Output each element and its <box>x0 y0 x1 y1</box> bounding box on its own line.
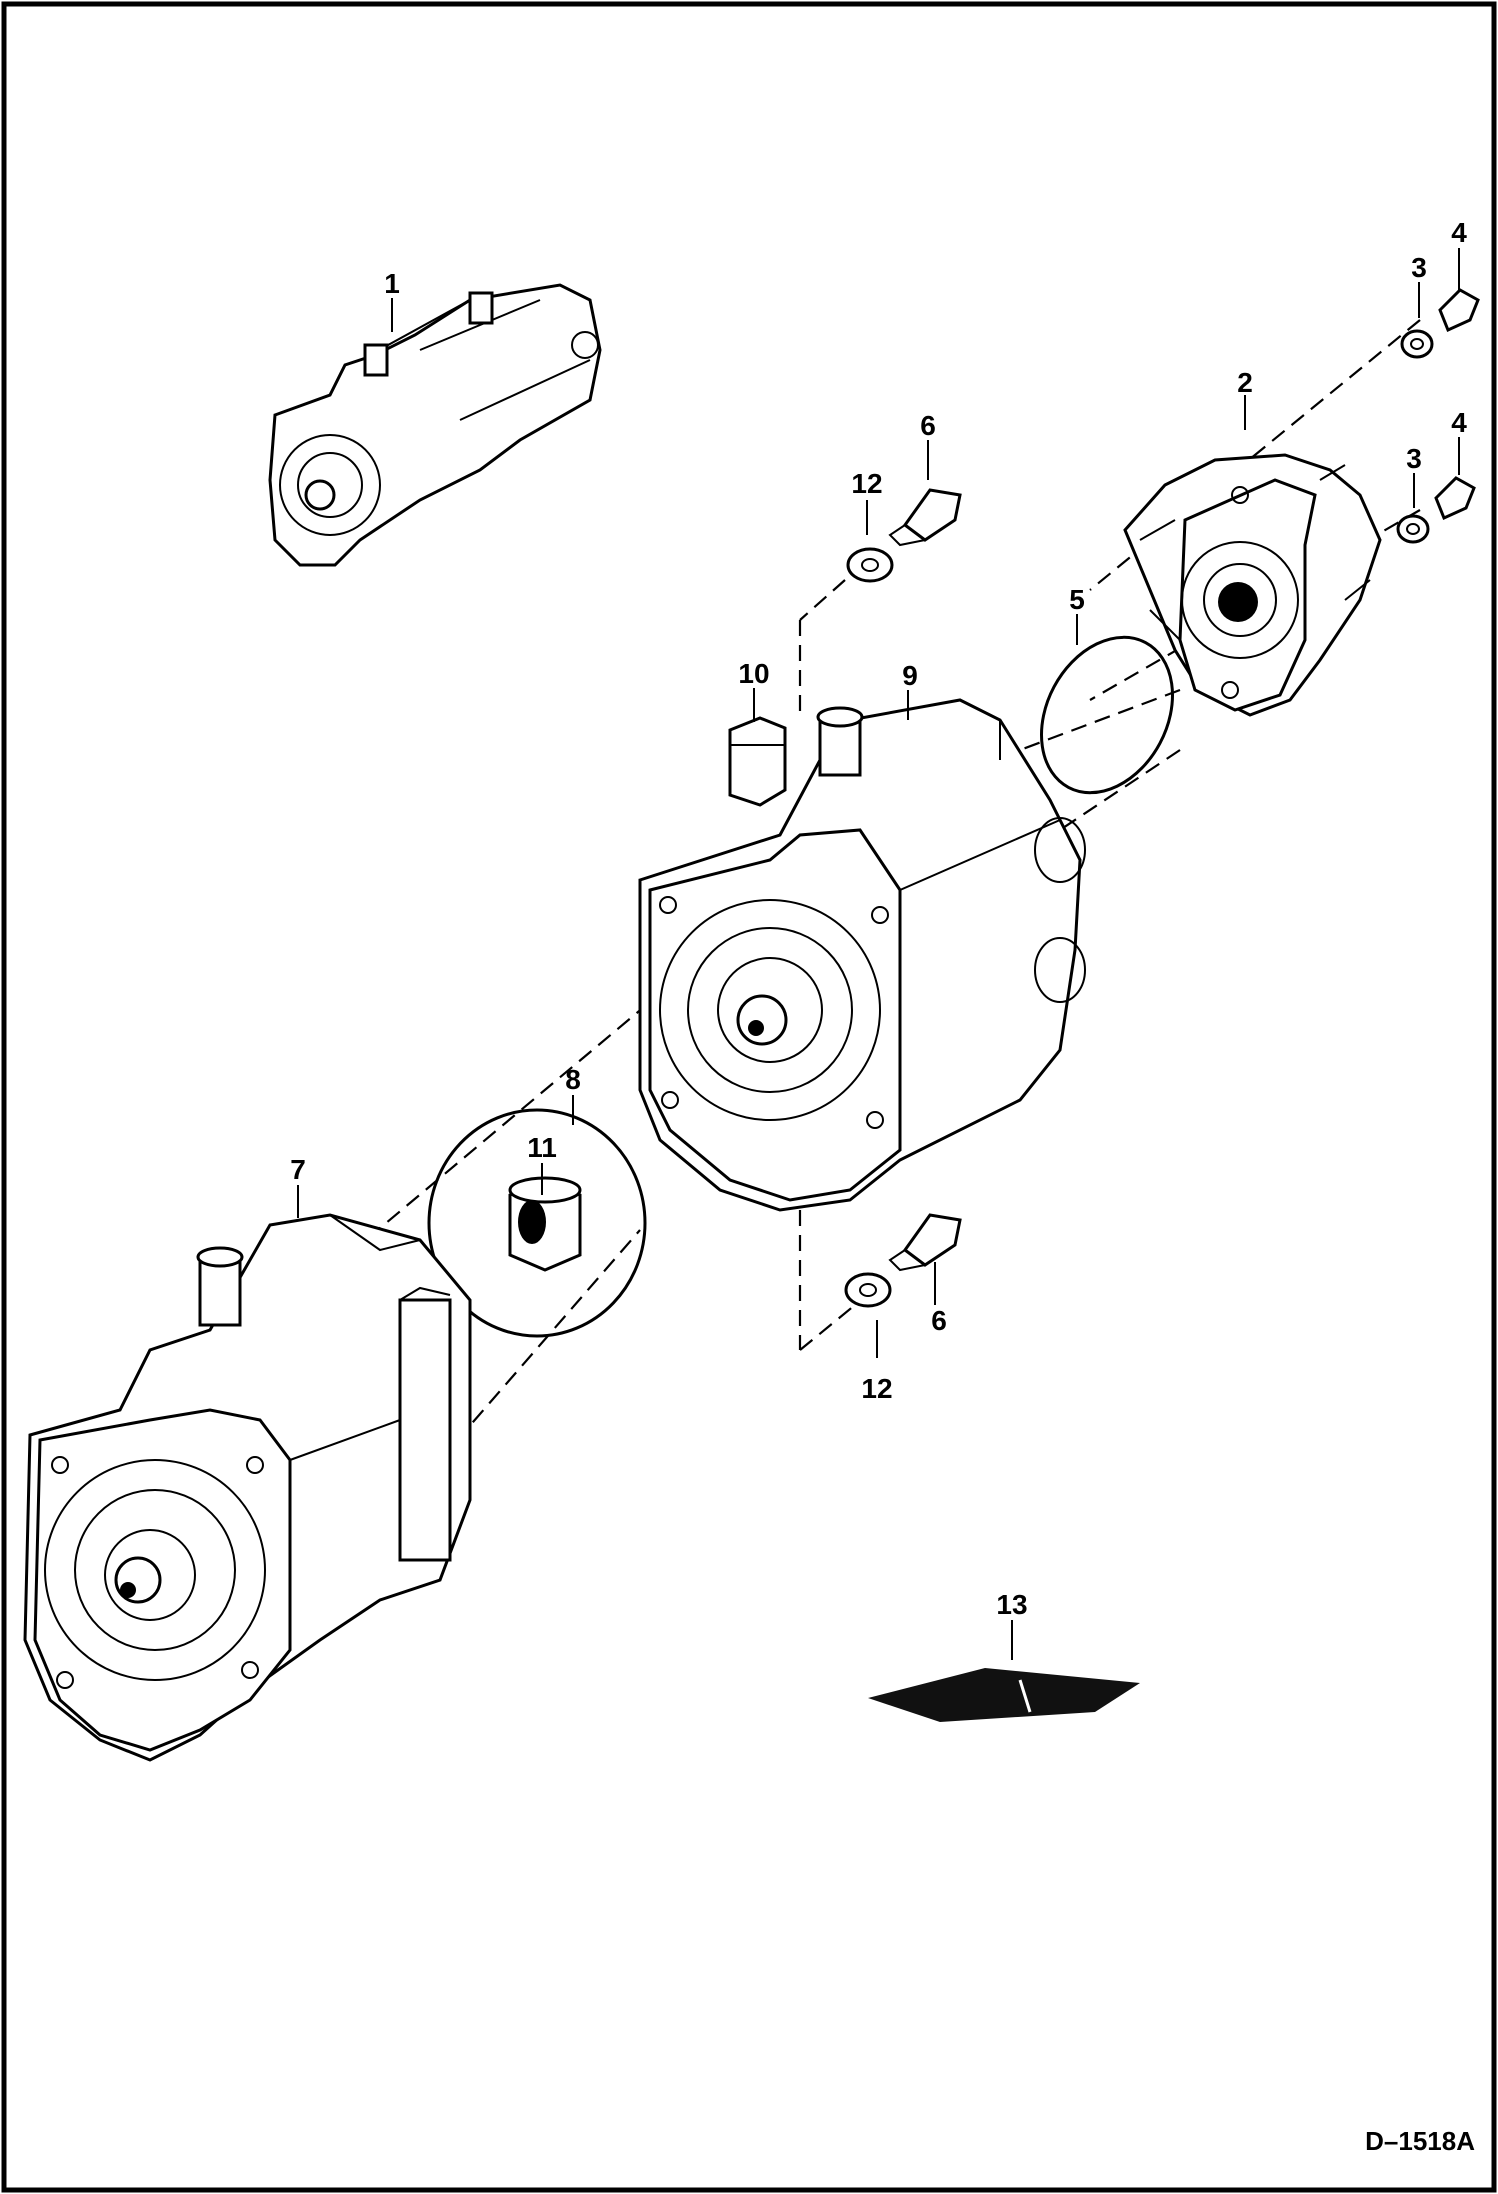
rear-pump <box>23 1213 472 1762</box>
callout-3-lower: 3 <box>1406 443 1422 474</box>
decal <box>868 1668 1140 1722</box>
callout-4-lower: 4 <box>1451 407 1467 438</box>
callout-1: 1 <box>384 268 400 299</box>
callout-3-upper: 3 <box>1411 252 1427 283</box>
callout-10: 10 <box>738 658 769 689</box>
plug <box>728 716 787 807</box>
callout-7: 7 <box>290 1154 306 1185</box>
callout-13: 13 <box>996 1589 1027 1620</box>
callout-6-lower: 6 <box>931 1305 947 1336</box>
assembly-icon <box>268 283 602 567</box>
callout-4-upper: 4 <box>1451 217 1467 248</box>
callout-12-lower: 12 <box>861 1373 892 1404</box>
callout-12-upper: 12 <box>851 468 882 499</box>
callout-8: 8 <box>565 1064 581 1095</box>
callout-9: 9 <box>902 660 918 691</box>
leader-lines <box>297 248 1460 1660</box>
main-pump <box>638 698 1086 1212</box>
callout-5: 5 <box>1069 584 1085 615</box>
callout-11: 11 <box>527 1132 557 1163</box>
callout-6-upper: 6 <box>920 410 936 441</box>
callout-2: 2 <box>1237 367 1253 398</box>
drawing-id: D–1518A <box>1365 2126 1475 2156</box>
hardware-upper <box>1396 288 1480 544</box>
gear-pump <box>1123 453 1382 717</box>
o-ring-large <box>427 1108 647 1338</box>
hardware-middle <box>844 488 962 1308</box>
o-ring <box>1040 635 1174 795</box>
callouts: 1 2 3 3 4 4 5 6 6 7 8 9 10 11 12 12 13 <box>290 217 1467 1620</box>
coupler <box>508 1176 582 1272</box>
